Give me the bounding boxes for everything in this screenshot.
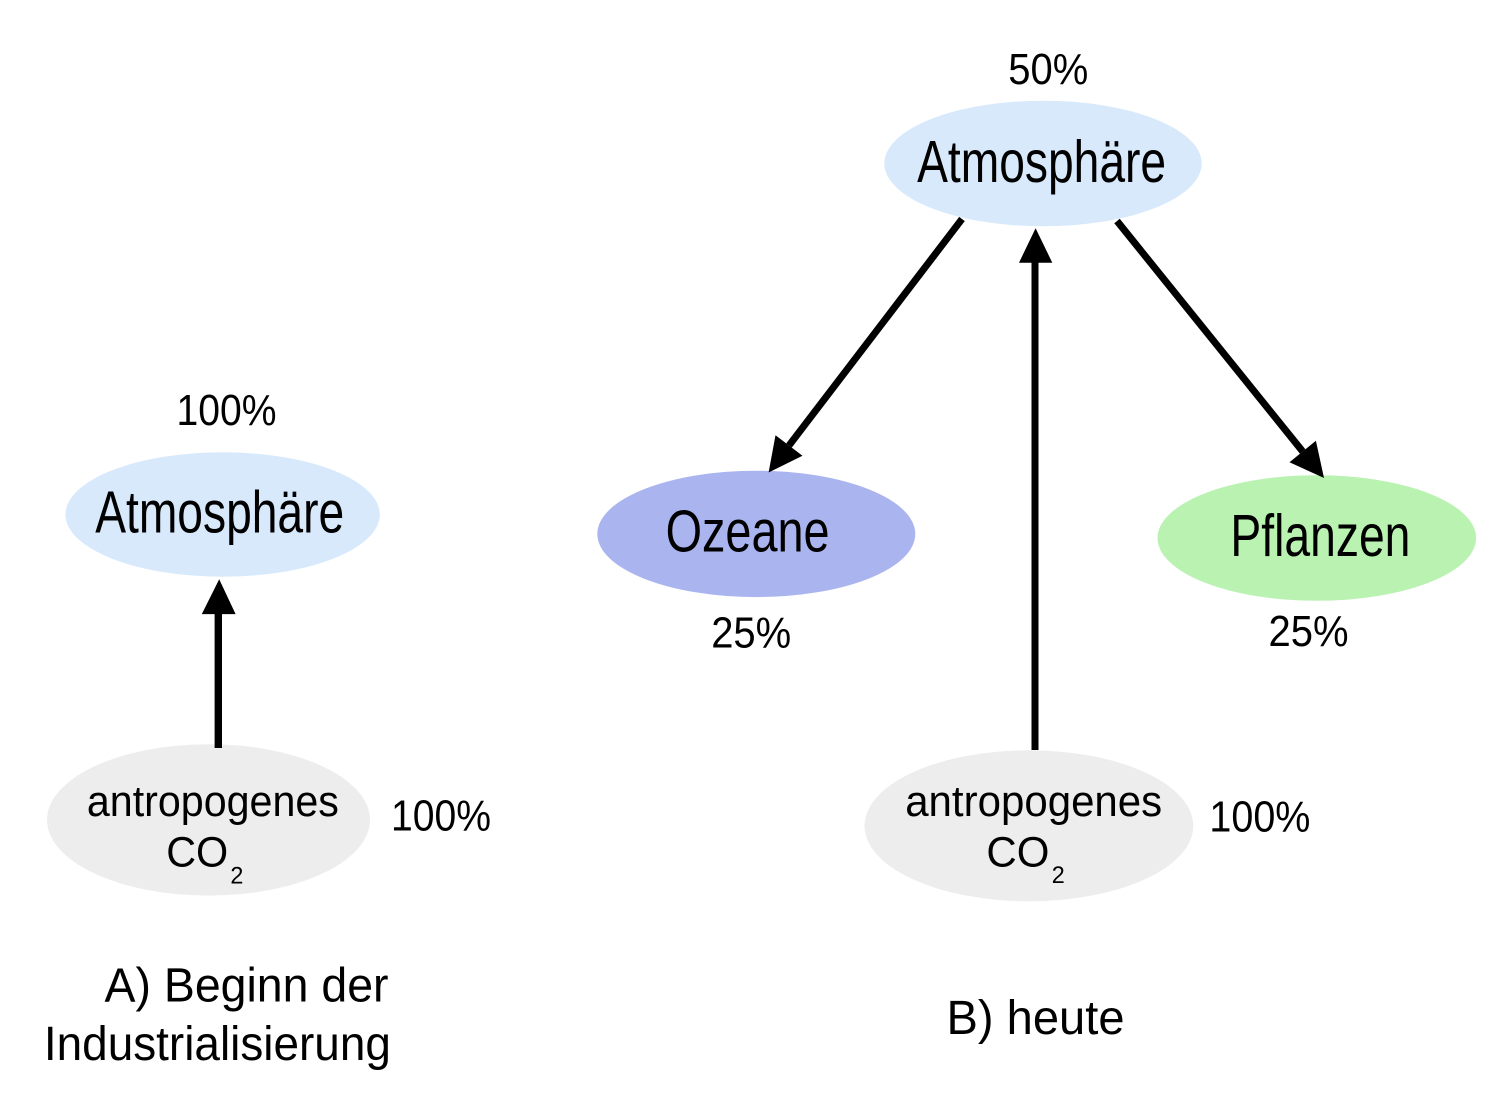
svg-text:2: 2 (1052, 862, 1065, 889)
svg-text:25%: 25% (1269, 608, 1349, 656)
svg-text:Atmosphäre: Atmosphäre (917, 128, 1166, 195)
svg-text:100%: 100% (1209, 794, 1310, 842)
svg-text:100%: 100% (391, 793, 491, 841)
svg-text:2: 2 (230, 862, 243, 889)
svg-text:Pflanzen: Pflanzen (1230, 503, 1410, 569)
svg-text:100%: 100% (177, 387, 277, 435)
svg-text:Ozeane: Ozeane (666, 498, 830, 564)
svg-text:CO: CO (986, 829, 1049, 876)
svg-text:25%: 25% (711, 609, 791, 657)
svg-text:antropogenes: antropogenes (87, 778, 339, 826)
svg-text:A) Beginn der: A) Beginn der (105, 960, 389, 1013)
svg-text:CO: CO (166, 830, 228, 877)
svg-text:B) heute: B) heute (947, 992, 1125, 1045)
svg-text:Atmosphäre: Atmosphäre (95, 479, 344, 546)
svg-text:Industrialisierung: Industrialisierung (44, 1018, 391, 1071)
svg-text:antropogenes: antropogenes (905, 778, 1162, 826)
svg-text:50%: 50% (1008, 46, 1088, 94)
